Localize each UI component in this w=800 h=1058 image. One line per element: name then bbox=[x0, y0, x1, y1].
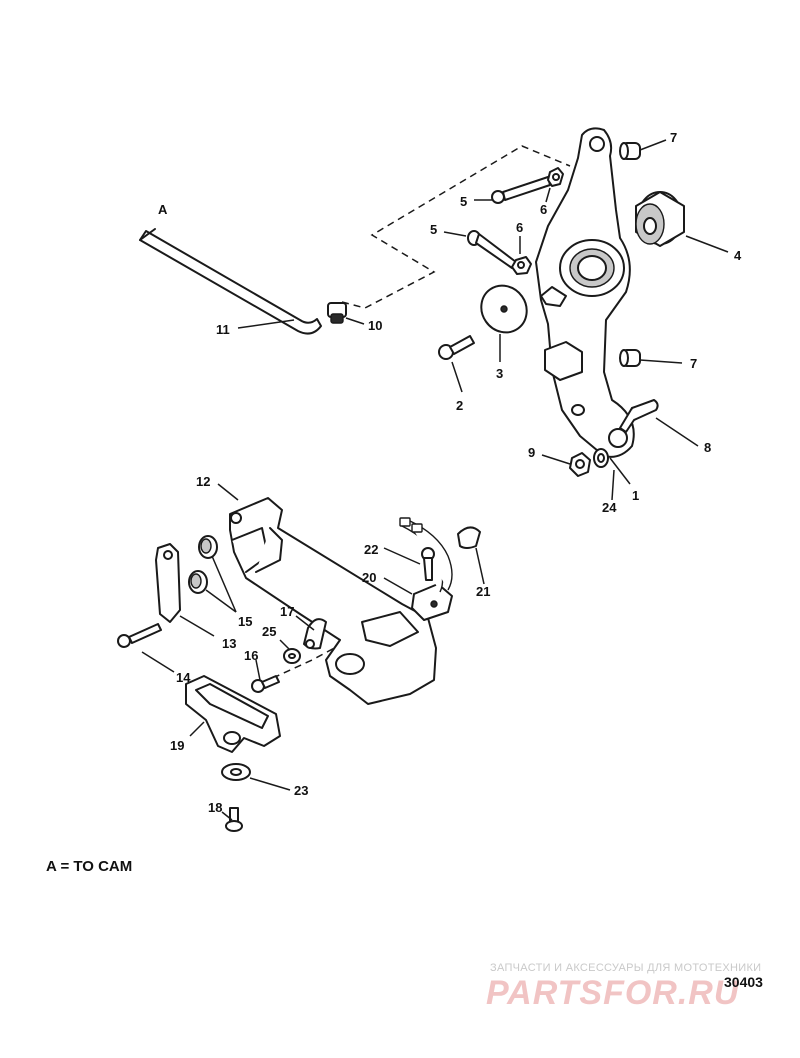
callout-3: 3 bbox=[496, 366, 503, 381]
callout-23: 23 bbox=[294, 783, 308, 798]
cam-note: A = TO CAM bbox=[46, 858, 133, 875]
washer-small-part bbox=[593, 448, 609, 468]
callout-5-upper: 5 bbox=[460, 194, 467, 209]
callout-13: 13 bbox=[222, 636, 236, 651]
callout-9: 9 bbox=[528, 445, 535, 460]
nut-lower-part bbox=[511, 256, 532, 275]
link-rod-part bbox=[139, 228, 322, 335]
callout-8: 8 bbox=[704, 440, 711, 455]
callout-10: 10 bbox=[368, 318, 382, 333]
callout-17: 17 bbox=[280, 604, 294, 619]
cable-clamp-part bbox=[303, 618, 327, 650]
screw-upper-part bbox=[491, 176, 551, 204]
callout-7-upper: 7 bbox=[670, 130, 677, 145]
callout-5-lower: 5 bbox=[430, 222, 437, 237]
callout-6-upper: 6 bbox=[540, 202, 547, 217]
neutral-switch-part bbox=[411, 583, 453, 621]
callout-4: 4 bbox=[734, 248, 742, 263]
diagram-reference-number: 30403 bbox=[724, 974, 763, 990]
callout-16: 16 bbox=[244, 648, 258, 663]
switch-cover-part bbox=[155, 543, 181, 623]
callout-6-lower: 6 bbox=[516, 220, 523, 235]
bottom-washer-part bbox=[221, 763, 251, 781]
callout-14: 14 bbox=[176, 670, 191, 685]
callout-19: 19 bbox=[170, 738, 184, 753]
washer-large-part bbox=[480, 284, 528, 334]
spacer-lower-part bbox=[619, 349, 641, 367]
callout-12: 12 bbox=[196, 474, 210, 489]
callout-15: 15 bbox=[238, 614, 252, 629]
callout-18: 18 bbox=[208, 800, 222, 815]
callout-labels: 1 2 3 4 5 5 6 6 7 7 8 9 10 11 12 13 14 1… bbox=[158, 130, 742, 815]
flat-washer-part bbox=[283, 648, 301, 664]
mounting-bracket-part bbox=[229, 497, 437, 705]
cam-roller-part bbox=[635, 191, 685, 247]
long-screw-part bbox=[117, 623, 162, 648]
bushing-lower-part bbox=[188, 570, 208, 594]
watermark-logo: PARTSFOR.RU bbox=[486, 974, 740, 1012]
watermark-caption: ЗАПЧАСТИ И АКСЕССУАРЫ ДЛЯ МОТОТЕХНИКИ bbox=[490, 962, 762, 974]
screw-lower-part bbox=[467, 230, 517, 269]
callout-11: 11 bbox=[216, 322, 230, 337]
callout-24: 24 bbox=[602, 500, 617, 515]
callout-2: 2 bbox=[456, 398, 463, 413]
nut-upper-part bbox=[547, 167, 564, 187]
callout-a: A bbox=[158, 202, 168, 217]
throttle-lever-part bbox=[535, 127, 635, 458]
callout-21: 21 bbox=[476, 584, 490, 599]
pivot-pin-part bbox=[619, 399, 659, 433]
callout-25: 25 bbox=[262, 624, 276, 639]
shoulder-bolt-part bbox=[438, 335, 475, 360]
callout-20: 20 bbox=[362, 570, 376, 585]
callout-22: 22 bbox=[364, 542, 378, 557]
rod-clip-part bbox=[327, 302, 347, 324]
assembly-dash-upper bbox=[341, 145, 571, 309]
wire-clip-part bbox=[457, 526, 481, 549]
bottom-screw-part bbox=[225, 807, 243, 832]
switch-housing-part bbox=[185, 675, 281, 753]
short-screw-part bbox=[251, 675, 280, 693]
switch-screw-part bbox=[421, 547, 435, 581]
leader-lines bbox=[141, 139, 729, 821]
callout-1: 1 bbox=[632, 488, 639, 503]
callout-7-lower: 7 bbox=[690, 356, 697, 371]
locknut-part bbox=[569, 452, 591, 477]
bushing-upper-part bbox=[198, 535, 218, 559]
spacer-upper-part bbox=[619, 142, 641, 160]
